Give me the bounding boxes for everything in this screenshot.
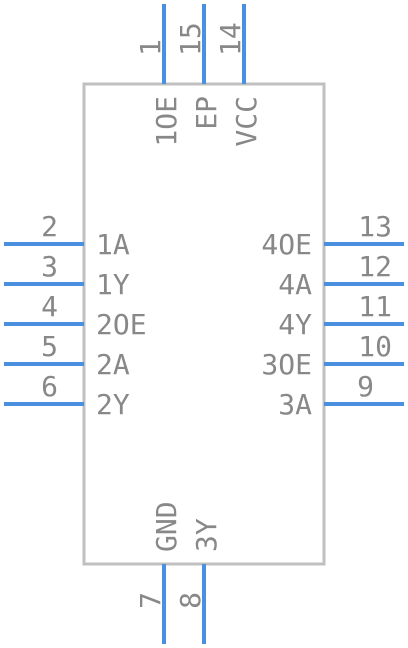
pin-11-number: 11 [358,290,392,323]
pin-9-number: 9 [357,370,374,403]
pin-5-number: 5 [41,330,58,363]
pin-6-number: 6 [41,370,58,403]
pin-1-name: 1OE [150,96,183,147]
pin-13-name: 4OE [261,228,312,261]
pin-5-name: 2A [96,348,130,381]
pin-2-number: 2 [41,210,58,243]
pin-10-number: 10 [358,330,392,363]
pin-6-name: 2Y [96,388,130,421]
pin-3-number: 3 [41,250,58,283]
pin-10-name: 3OE [261,348,312,381]
pin-4-number: 4 [41,290,58,323]
pin-1-number: 1 [134,39,167,56]
pin-2-name: 1A [96,228,130,261]
pin-15-name: EP [190,96,223,130]
pin-7-name: GND [150,501,183,552]
pin-4-name: 2OE [96,308,147,341]
pin-8-number: 8 [174,592,207,609]
pin-14-name: VCC [230,96,263,147]
pin-7-number: 7 [134,592,167,609]
pin-15-number: 15 [174,22,207,56]
pin-12-number: 12 [358,250,392,283]
pin-3-name: 1Y [96,268,130,301]
pin-9-name: 3A [278,388,312,421]
pin-14-number: 14 [214,22,247,56]
pin-8-name: 3Y [190,518,223,552]
pin-11-name: 4Y [278,308,312,341]
pin-12-name: 4A [278,268,312,301]
pin-13-number: 13 [358,210,392,243]
